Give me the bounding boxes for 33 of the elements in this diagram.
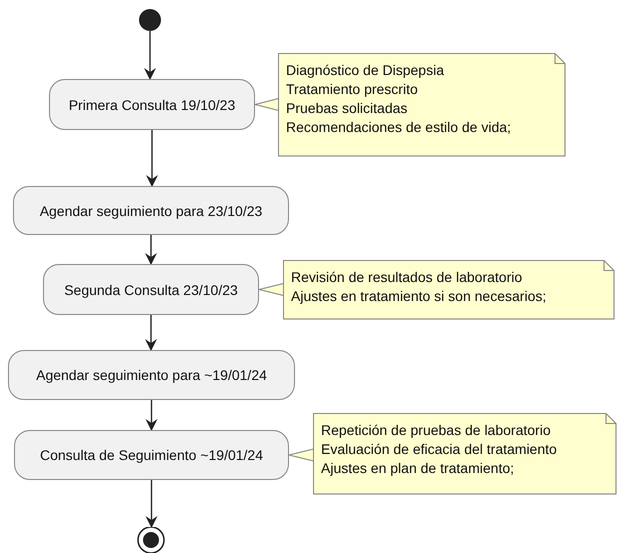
note-text: Evaluación de eficacia del tratamiento [321,440,557,459]
arrow [146,480,158,528]
note [283,260,615,320]
activity-label: Segunda Consulta 23/10/23 [64,282,238,298]
arrow [144,31,156,80]
note-text: Ajustes en plan de tratamiento; [321,459,516,478]
note [278,53,566,157]
note-connector [288,448,314,462]
activity-label: Primera Consulta 19/10/23 [68,96,236,112]
arrow [145,235,157,265]
note-text: Diagnóstico de Dispepsia [286,61,445,80]
activity-box [14,430,289,480]
note [313,413,617,495]
note-text: Revisión de resultados de laboratorio [291,268,524,287]
note-text: Recomendaciones de estilo de vida; [286,118,511,137]
note-connector [254,98,279,112]
activity-box [43,264,259,315]
arrow [146,130,158,187]
activity-box [13,186,289,235]
activity-box [49,79,255,130]
note-connector [258,282,284,296]
end-node [137,527,165,553]
activity-label: Agendar seguimiento para 23/10/23 [40,202,262,218]
note-text: Repetición de pruebas de laboratorio [321,421,552,440]
note-text: Tratamiento prescrito [286,80,419,99]
activity-label: Agendar seguimiento para ~19/01/24 [36,367,267,383]
start-node [139,9,161,31]
note-text: Pruebas solicitadas [286,99,408,118]
note-text: Ajustes en tratamiento si son necesarios; [291,287,546,306]
arrow [146,400,158,431]
activity-label: Consulta de Seguimiento ~19/01/24 [40,447,263,463]
activity-box [8,350,295,400]
arrow [145,315,157,351]
